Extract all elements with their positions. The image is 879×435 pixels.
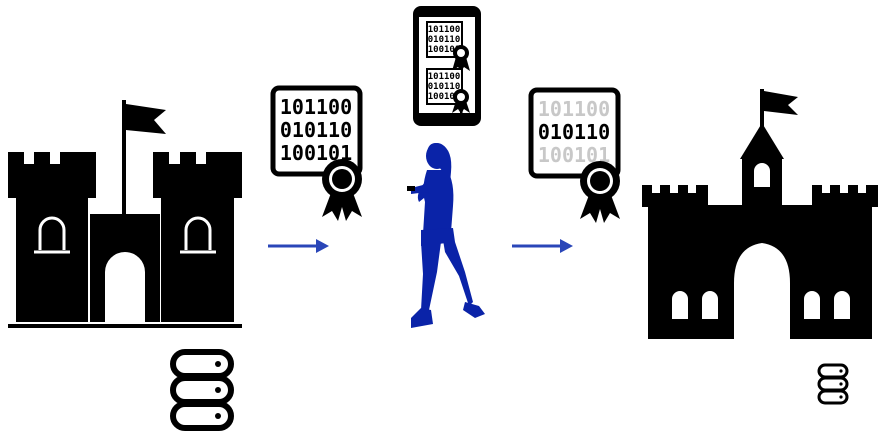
verifier-palace-icon xyxy=(642,87,878,339)
presented-credential: 101100 010110 100101 xyxy=(528,87,632,225)
credential-line-hidden: 101100 xyxy=(538,97,610,121)
phone-credential-line: 010110 xyxy=(428,35,461,45)
seal-ribbon-icon xyxy=(580,161,620,223)
credential-line: 101100 xyxy=(280,95,352,119)
issued-credential: 101100 010110 100101 xyxy=(270,85,374,223)
seal-ribbon-icon xyxy=(322,159,362,221)
phone-credential-line: 010110 xyxy=(428,82,461,92)
holder-walking-person-icon xyxy=(403,142,493,334)
issuer-castle-icon xyxy=(0,100,250,332)
verifier-database-icon xyxy=(817,363,849,405)
issuer-database-icon xyxy=(170,349,234,431)
phone-credential-line: 101100 xyxy=(428,72,461,82)
flow-arrow-icon xyxy=(268,238,330,254)
phone-credential-line: 101100 xyxy=(428,25,461,35)
flow-arrow-icon xyxy=(512,238,574,254)
wallet-phone-icon: 101100 010110 100101 101100 010110 10010… xyxy=(412,5,482,127)
credential-line-revealed: 010110 xyxy=(538,120,610,144)
credential-line: 010110 xyxy=(280,118,352,142)
